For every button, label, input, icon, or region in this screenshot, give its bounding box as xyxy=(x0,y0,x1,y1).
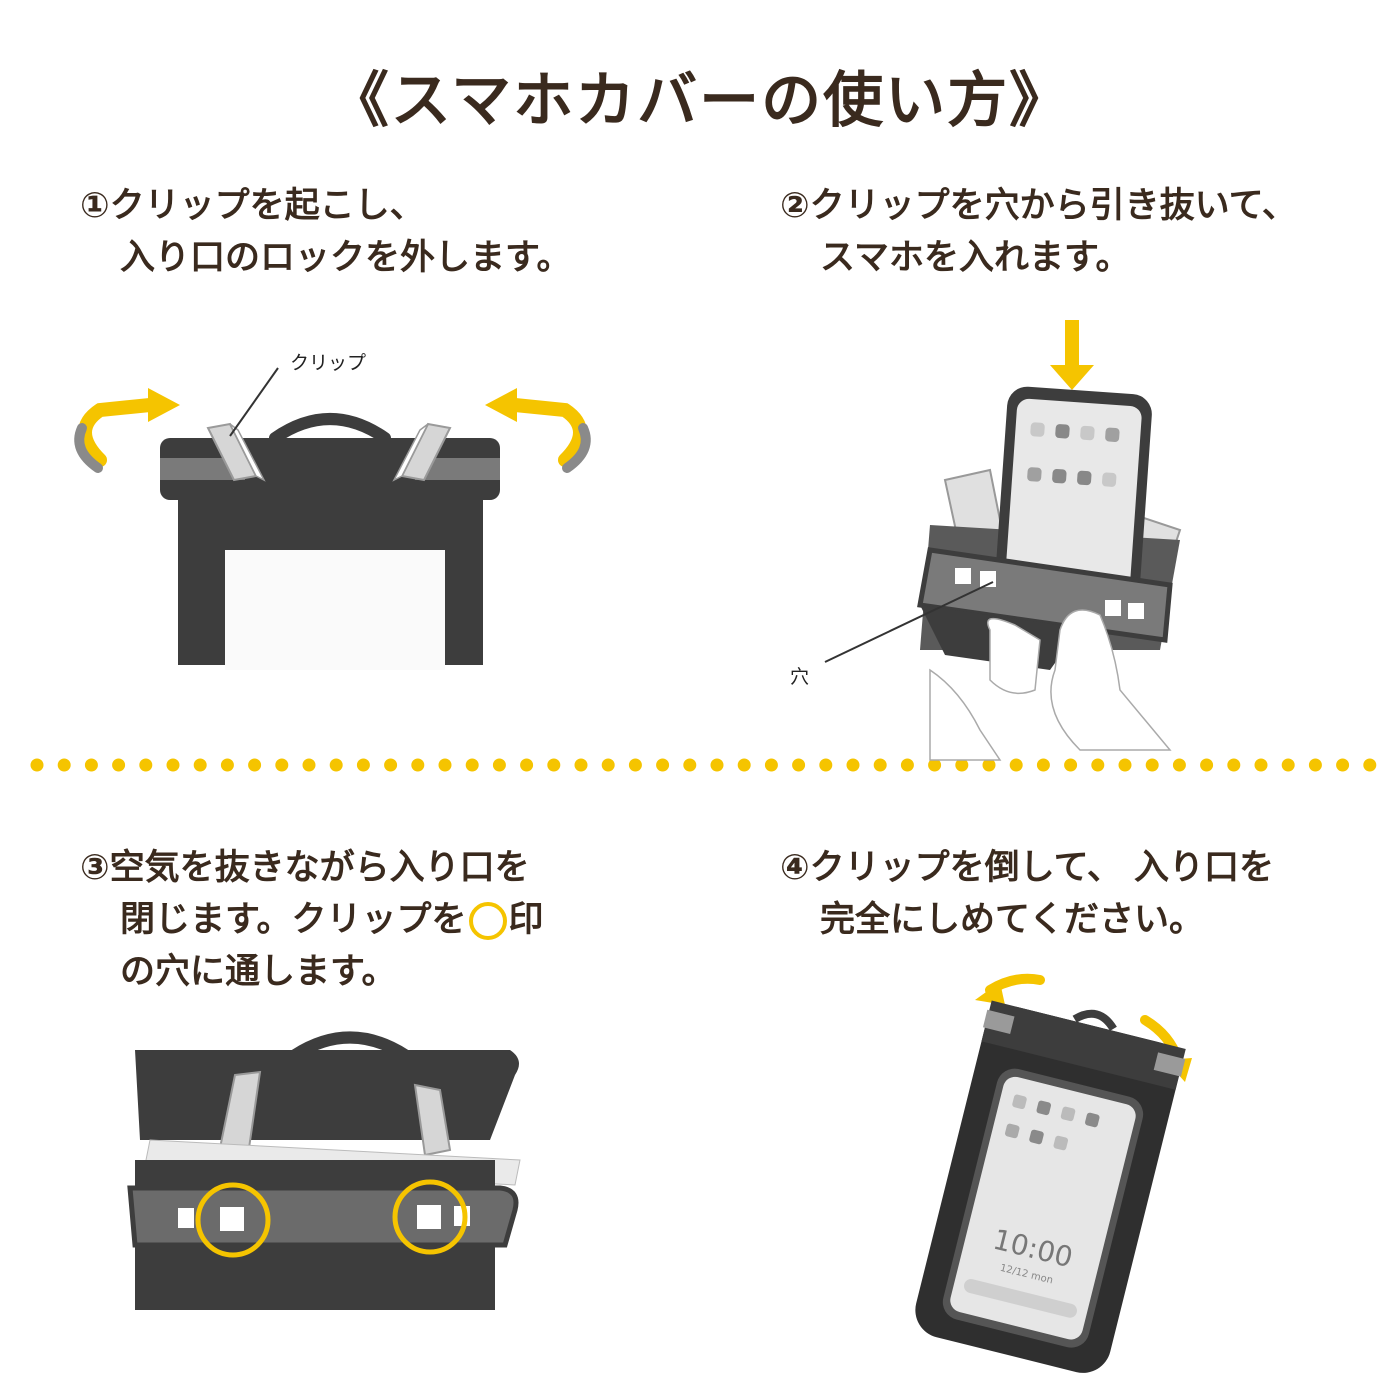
step-4-text: ④クリップを倒して、 入り口を 完全にしめてください。 xyxy=(780,842,1274,946)
hole-highlight-left xyxy=(195,1182,271,1258)
closed-pouch: 10:00 12/12 mon xyxy=(915,1000,1186,1373)
step-2-text: ②クリップを穴から引き抜いて、 スマホを入れます。 xyxy=(780,180,1297,284)
right-clip xyxy=(392,422,452,482)
step-1-line-1: ①クリップを起こし、 xyxy=(80,186,425,226)
step-2-line-1: ②クリップを穴から引き抜いて、 xyxy=(780,186,1297,226)
step-3-line-1: ③空気を抜きながら入り口を xyxy=(80,848,530,888)
down-arrow-icon xyxy=(1050,320,1094,390)
left-clip xyxy=(206,422,266,482)
hole-highlight-right xyxy=(392,1179,468,1255)
left-rotate-arrow-icon xyxy=(74,388,180,473)
step-3-line-2-start: 閉じます。クリップを xyxy=(120,900,467,940)
step-3-line-2: 閉じます。クリップを 印 xyxy=(80,894,544,946)
step-2-illustration xyxy=(824,320,1182,761)
clip-label: クリップ xyxy=(290,352,367,374)
step-3-text: ③空気を抜きながら入り口を 閉じます。クリップを 印 の穴に通します。 xyxy=(80,842,544,998)
page-title: 《スマホカバーの使い方》 xyxy=(328,66,1072,136)
dotted-divider xyxy=(30,758,1377,772)
step-4-line-2: 完全にしめてください。 xyxy=(820,900,1204,940)
pouch-window xyxy=(225,550,445,670)
yellow-circle-icon xyxy=(468,902,507,940)
step-4-line-1: ④クリップを倒して、 入り口を xyxy=(780,848,1275,888)
hole-label: 穴 xyxy=(790,666,810,688)
step-2-line-2: スマホを入れます。 xyxy=(820,238,1131,278)
right-rotate-arrow-icon xyxy=(485,388,591,473)
hands-illustration xyxy=(929,609,1172,761)
step-4-illustration: 10:00 12/12 mon xyxy=(915,973,1192,1373)
step-1-illustration xyxy=(74,367,591,670)
step-1-text: ①クリップを起こし、 入り口のロックを外します。 xyxy=(80,180,572,284)
top-flap xyxy=(135,1050,519,1140)
step-3-line-3: の穴に通します。 xyxy=(120,952,397,992)
left-tilt-arrow-icon xyxy=(975,973,1045,1005)
step-3-line-2-end: 印 xyxy=(508,900,544,940)
step-1-line-2: 入り口のロックを外します。 xyxy=(120,238,572,278)
pouch-handle xyxy=(269,413,391,444)
step-3-illustration xyxy=(127,1031,521,1310)
